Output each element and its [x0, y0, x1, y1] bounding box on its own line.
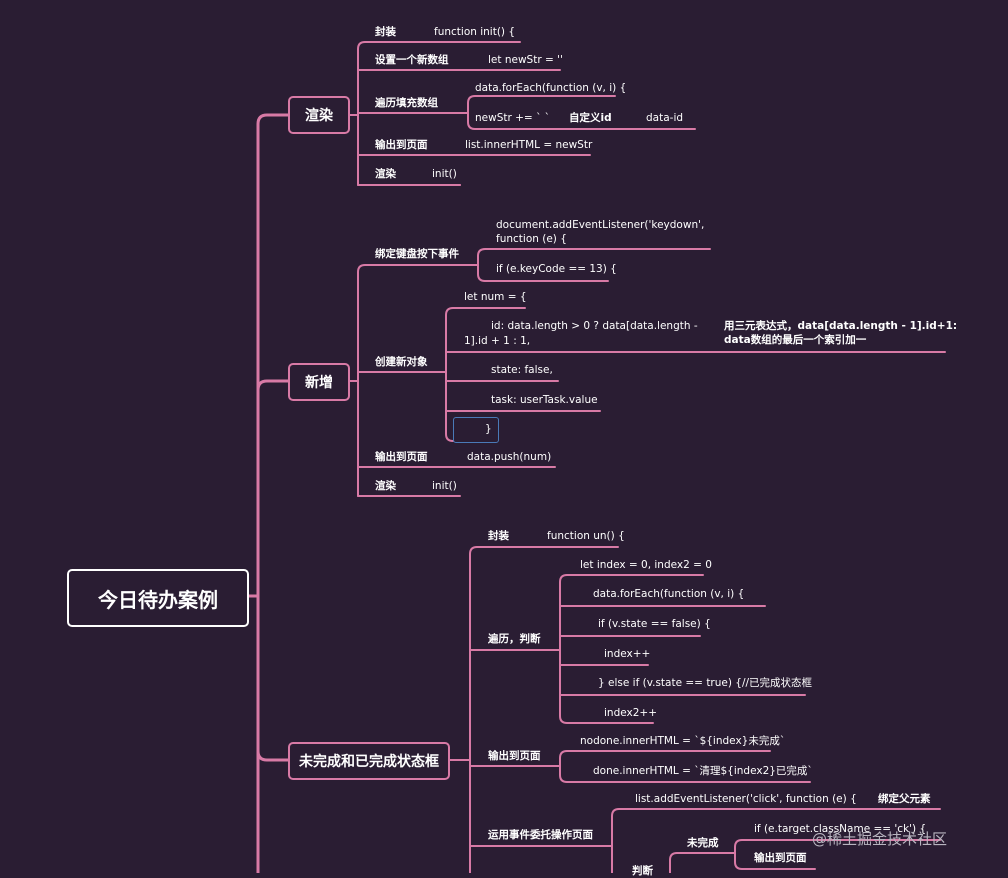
status-output[interactable]: 输出到页面	[488, 750, 541, 762]
add-listener-line2[interactable]: function (e) {	[496, 233, 567, 245]
add-task[interactable]: task: userTask.value	[491, 394, 598, 406]
add-num[interactable]: let num = {	[464, 291, 527, 303]
render-data-id[interactable]: data-id	[646, 112, 684, 124]
status-wrap[interactable]: 封装	[488, 530, 509, 542]
status-node[interactable]: 未完成和已完成状态框	[288, 742, 450, 780]
render-wrap[interactable]: 封装	[375, 26, 396, 38]
add-close[interactable]: }	[485, 423, 492, 435]
add-render[interactable]: 渲染	[375, 480, 396, 492]
add-output[interactable]: 输出到页面	[375, 451, 428, 463]
render-foreach[interactable]: data.forEach(function (v, i) {	[475, 82, 627, 94]
status-iffalse[interactable]: if (v.state == false) {	[598, 618, 711, 630]
add-output-code[interactable]: data.push(num)	[467, 451, 552, 463]
status-bindparent[interactable]: 绑定父元素	[878, 793, 931, 805]
status-judge[interactable]: 判断	[632, 865, 653, 877]
selected-node-box[interactable]	[453, 417, 499, 443]
status-traverse[interactable]: 遍历，判断	[488, 633, 541, 645]
render-newarr[interactable]: 设置一个新数组	[375, 54, 449, 66]
render-render-code[interactable]: init()	[432, 168, 457, 180]
status-index[interactable]: let index = 0, index2 = 0	[580, 559, 712, 571]
add-render-code[interactable]: init()	[432, 480, 457, 492]
render-wrap-code[interactable]: function init() {	[434, 26, 516, 38]
status-elseif[interactable]: } else if (v.state == true) {//已完成状态框	[598, 677, 813, 689]
add-id-line1[interactable]: id: data.length > 0 ? data[data.length -	[491, 320, 698, 332]
status-inc2[interactable]: index2++	[604, 707, 658, 719]
add-listener-line1[interactable]: document.addEventListener('keydown',	[496, 219, 705, 231]
render-output-code[interactable]: list.innerHTML = newStr	[465, 139, 593, 151]
status-delegate[interactable]: 运用事件委托操作页面	[488, 829, 593, 841]
add-note-line2[interactable]: data数组的最后一个索引加一	[724, 334, 867, 346]
add-bind[interactable]: 绑定键盘按下事件	[375, 248, 459, 260]
render-custom-id[interactable]: 自定义id	[569, 112, 612, 124]
add-note-line1[interactable]: 用三元表达式，data[data.length - 1].id+1:	[724, 320, 958, 332]
status-output2[interactable]: 输出到页面	[754, 852, 807, 864]
add-state[interactable]: state: false,	[491, 364, 553, 376]
render-traverse[interactable]: 遍历填充数组	[375, 97, 438, 109]
add-create[interactable]: 创建新对象	[375, 356, 428, 368]
render-newarr-code[interactable]: let newStr = ''	[488, 54, 563, 66]
add-keycode[interactable]: if (e.keyCode == 13) {	[496, 263, 617, 275]
add-node[interactable]: 新增	[288, 363, 350, 401]
status-wrap-code[interactable]: function un() {	[547, 530, 625, 542]
status-foreach[interactable]: data.forEach(function (v, i) {	[593, 588, 745, 600]
root-node[interactable]: 今日待办案例	[67, 569, 249, 627]
status-done[interactable]: done.innerHTML = `清理${index2}已完成`	[593, 765, 813, 777]
status-inc1[interactable]: index++	[604, 648, 651, 660]
render-output[interactable]: 输出到页面	[375, 139, 428, 151]
status-nodone[interactable]: nodone.innerHTML = `${index}未完成`	[580, 735, 786, 747]
status-listclick[interactable]: list.addEventListener('click', function …	[635, 793, 857, 805]
status-undone[interactable]: 未完成	[687, 837, 719, 849]
add-id-line2[interactable]: 1].id + 1 : 1,	[464, 335, 531, 347]
status-target[interactable]: if (e.target.className == 'ck') {	[754, 823, 927, 835]
render-newstr[interactable]: newStr += ` `	[475, 112, 550, 124]
watermark: @稀土掘金技术社区	[812, 830, 948, 848]
render-render[interactable]: 渲染	[375, 168, 396, 180]
render-node[interactable]: 渲染	[288, 96, 350, 134]
